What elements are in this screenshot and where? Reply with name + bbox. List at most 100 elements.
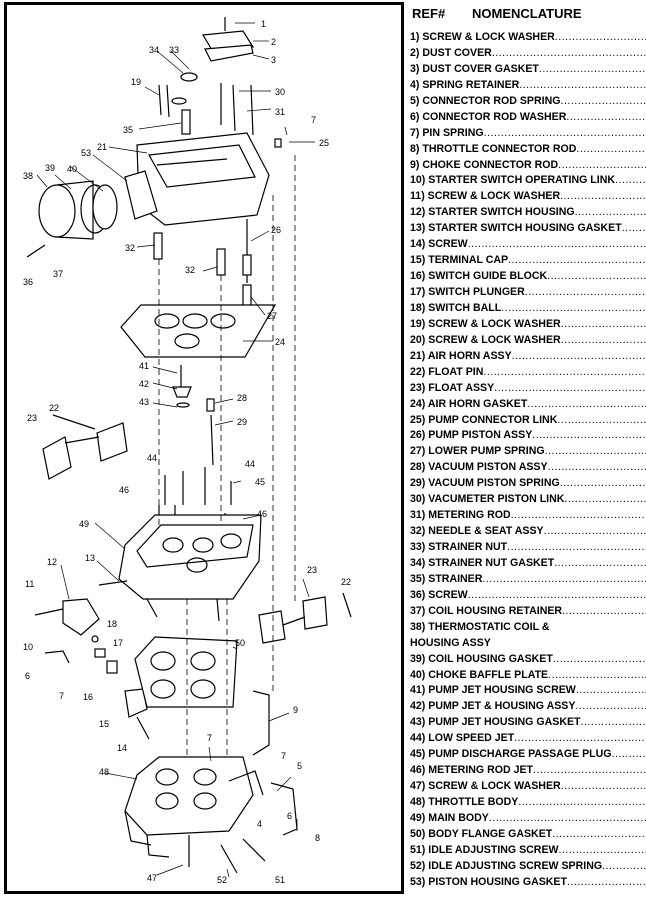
legend-item: 26) PUMP PISTON ASSY — [410, 428, 646, 444]
legend-item-label: 3) DUST COVER GASKET — [410, 62, 539, 75]
legend-item-label: 40) CHOKE BAFFLE PLATE — [410, 668, 549, 681]
legend-item-label: 14) SCREW — [410, 238, 468, 251]
callout-number: 37 — [53, 269, 63, 279]
legend-item-label: 39) COIL HOUSING GASKET — [410, 652, 553, 665]
legend-item-label: 4) SPRING RETAINER — [410, 78, 520, 91]
body-flange-gasket-part — [134, 636, 238, 708]
legend-item: 16) SWITCH GUIDE BLOCK — [410, 269, 646, 285]
legend-item: 44) LOW SPEED JET — [410, 731, 646, 747]
callout-number: 4 — [257, 819, 262, 829]
callout-number: 40 — [67, 164, 77, 174]
legend-item: 29) VACUUM PISTON SPRING — [410, 476, 646, 492]
legend-item-label: 22) FLOAT PIN — [410, 365, 484, 378]
callout-number: 41 — [139, 361, 149, 371]
legend-item-label: 44) LOW SPEED JET — [410, 732, 515, 745]
callout-number: 50 — [235, 638, 245, 648]
legend-item: 18) SWITCH BALL — [410, 301, 646, 317]
legend-item-label: 35) STRAINER — [410, 572, 483, 585]
legend-item-label: HOUSING ASSY — [410, 636, 491, 649]
callout-number: 7 — [281, 751, 286, 761]
callout-number: 47 — [147, 873, 157, 883]
choke-connector-rod-part — [252, 690, 270, 756]
legend-item-label: 41) PUMP JET HOUSING SCREW — [410, 684, 576, 697]
callout-number: 6 — [25, 671, 30, 681]
callout-number: 35 — [123, 125, 133, 135]
legend-item-label: 38) THERMOSTATIC COIL & — [410, 620, 550, 633]
legend-item: 31) METERING ROD — [410, 508, 646, 524]
callout-number: 9 — [293, 705, 298, 715]
legend-item-label: 10) STARTER SWITCH OPERATING LINK — [410, 174, 616, 187]
legend-item: 30) VACUMETER PISTON LINK — [410, 492, 646, 508]
callout-number: 7 — [59, 691, 64, 701]
air-horn-gasket-part — [120, 304, 277, 358]
legend-item: 25) PUMP CONNECTOR LINK — [410, 413, 646, 429]
legend-item: 13) STARTER SWITCH HOUSING GASKET — [410, 221, 646, 237]
callout-number: 24 — [275, 337, 285, 347]
legend-item-label: 9) CHOKE CONNECTOR ROD — [410, 158, 559, 171]
legend-item: 51) IDLE ADJUSTING SCREW — [410, 843, 646, 859]
callout-number: 30 — [275, 87, 285, 97]
callout-number: 33 — [169, 45, 179, 55]
choke-housing-part — [26, 180, 118, 258]
callout-number: 29 — [237, 417, 247, 427]
legend-item-label: 50) BODY FLANGE GASKET — [410, 827, 553, 840]
legend-item-label: 49) MAIN BODY — [410, 811, 489, 824]
legend-item: 34) STRAINER NUT GASKET — [410, 556, 646, 572]
legend-item: 32) NEEDLE & SEAT ASSY — [410, 524, 646, 540]
legend-item: 52) IDLE ADJUSTING SCREW SPRING — [410, 859, 646, 875]
legend-item: 28) VACUUM PISTON ASSY — [410, 460, 646, 476]
callout-number: 22 — [341, 577, 351, 587]
callout-number: 53 — [81, 148, 91, 158]
legend-item: 37) COIL HOUSING RETAINER — [410, 604, 646, 620]
legend-item-label: 18) SWITCH BALL — [410, 301, 502, 314]
legend-item: 12) STARTER SWITCH HOUSING — [410, 205, 646, 221]
callout-number: 28 — [237, 393, 247, 403]
legend-item: 50) BODY FLANGE GASKET — [410, 827, 646, 843]
callout-number: 42 — [139, 379, 149, 389]
callout-number: 17 — [113, 638, 123, 648]
callout-number: 1 — [261, 19, 266, 29]
callout-number: 7 — [207, 733, 212, 743]
callout-number: 32 — [125, 243, 135, 253]
callout-number: 2 — [271, 37, 276, 47]
callout-number: 21 — [97, 142, 107, 152]
legend-item: 33) STRAINER NUT — [410, 540, 646, 556]
legend-item-label: 51) IDLE ADJUSTING SCREW — [410, 843, 559, 856]
legend-item: 4) SPRING RETAINER — [410, 78, 646, 94]
legend-item-label: 25) PUMP CONNECTOR LINK — [410, 413, 558, 426]
callout-number: 10 — [23, 642, 33, 652]
legend-header: REF# NOMENCLATURE — [412, 6, 644, 22]
legend-item: 46) METERING ROD JET — [410, 763, 646, 779]
callout-number: 48 — [99, 767, 109, 777]
legend-item: 38) THERMOSTATIC COIL & — [410, 620, 646, 636]
parts-legend-panel: REF# NOMENCLATURE 1) SCREW & LOCK WASHER… — [408, 0, 646, 900]
legend-item: 24) AIR HORN GASKET — [410, 397, 646, 413]
callout-number: 16 — [83, 692, 93, 702]
legend-item-label: 32) NEEDLE & SEAT ASSY — [410, 525, 544, 538]
legend-item-label: 52) IDLE ADJUSTING SCREW SPRING — [410, 859, 603, 872]
callout-number: 39 — [45, 163, 55, 173]
float-assy-right-part — [258, 592, 352, 644]
callout-number: 46 — [119, 485, 129, 495]
callout-number: 22 — [49, 403, 59, 413]
callout-number: 8 — [315, 833, 320, 843]
legend-item-label: 24) AIR HORN GASKET — [410, 397, 528, 410]
callout-number: 3 — [271, 55, 276, 65]
callout-number: 26 — [271, 225, 281, 235]
legend-item-label: 34) STRAINER NUT GASKET — [410, 556, 555, 569]
legend-item-label: 43) PUMP JET HOUSING GASKET — [410, 716, 581, 729]
legend-item: 45) PUMP DISCHARGE PASSAGE PLUG — [410, 747, 646, 763]
legend-item-label: 42) PUMP JET & HOUSING ASSY — [410, 700, 576, 713]
legend-item: 39) COIL HOUSING GASKET — [410, 652, 646, 668]
legend-item: 27) LOWER PUMP SPRING — [410, 444, 646, 460]
legend-item-label: 29) VACUUM PISTON SPRING — [410, 477, 560, 490]
callout-number: 32 — [185, 265, 195, 275]
legend-item-label: 21) AIR HORN ASSY — [410, 349, 512, 362]
callout-number: 7 — [311, 115, 316, 125]
legend-item-label: 19) SCREW & LOCK WASHER — [410, 317, 561, 330]
throttle-body-part — [124, 756, 298, 874]
callout-number: 36 — [23, 277, 33, 287]
legend-item: 7) PIN SPRING — [410, 126, 646, 142]
legend-item: 19) SCREW & LOCK WASHER — [410, 317, 646, 333]
